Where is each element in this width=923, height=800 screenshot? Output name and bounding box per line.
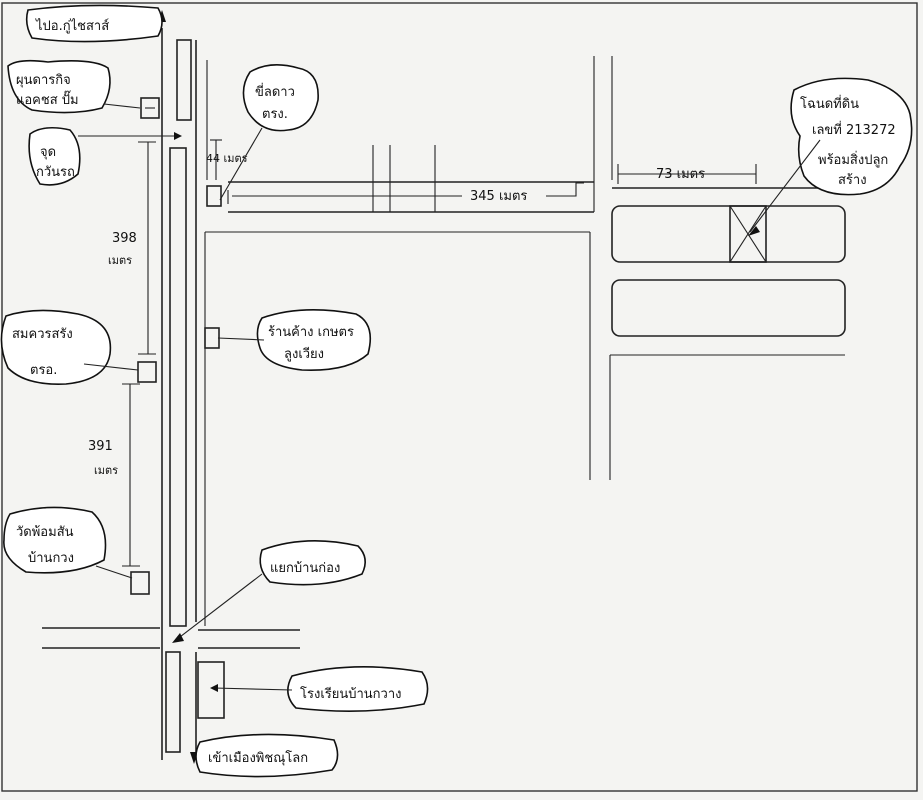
label-dist-391-line1: 391 — [88, 439, 113, 454]
east-road — [611, 187, 846, 337]
label-land-line1: โฉนดที่ดิน — [800, 95, 859, 112]
label-dist-44: 44 เมตร — [206, 152, 248, 165]
label-dist-73: 73 เมตร — [656, 167, 705, 182]
label-junction: แยกบ้านก่อง — [270, 561, 340, 576]
cloud-to-kosum — [25, 4, 163, 43]
landmark-school-icon — [137, 361, 157, 383]
label-to-kosum: ไปอ.กู่ไชสาส์ — [35, 18, 109, 34]
landmark-commerce-icon — [140, 97, 160, 119]
label-dist-391-line2: เมตร — [94, 464, 118, 477]
label-land-line3: พร้อมสิ่งปลูก — [818, 151, 888, 168]
label-dist-398-line1: 398 — [112, 231, 137, 246]
junction-road — [42, 627, 300, 649]
cloud-to-town — [195, 733, 339, 778]
label-shop-line1: ร้านค้าง เกษตร — [268, 325, 354, 340]
label-school-line2: ตรอ. — [30, 363, 57, 378]
label-police-line1: ขี่ลดาว — [255, 83, 295, 100]
cloud-temple — [3, 506, 107, 574]
label-to-town: เข้าเมืองพิชณุโลก — [208, 750, 308, 766]
side-road-north — [206, 56, 613, 213]
label-temple-line2: บ้านกวง — [28, 551, 74, 566]
cloud-school — [0, 309, 112, 385]
label-police-line2: ตรง. — [262, 107, 288, 122]
landmark-temple-icon — [130, 571, 150, 595]
label-land-line4: สร้าง — [838, 173, 867, 188]
cloud-shop — [256, 309, 372, 371]
landmark-police-icon — [206, 185, 222, 207]
label-shop-line2: ลูงเวียง — [284, 346, 324, 362]
school-building — [197, 661, 225, 719]
land-parcel-marker — [729, 205, 767, 263]
label-school2: โรงเรียนบ้านกวาง — [300, 686, 402, 702]
label-temple-line1: วัดพ้อมสัน — [16, 525, 74, 540]
label-checkpoint-line1: จุด — [40, 145, 56, 160]
cloud-school2 — [287, 666, 429, 712]
dimension-lines — [122, 139, 757, 567]
label-checkpoint-line2: กวันรถ — [36, 165, 75, 180]
label-commerce-line1: ผุนดารกิจ — [16, 73, 71, 88]
cloud-commerce — [7, 59, 111, 114]
label-dist-345: 345 เมตร — [470, 189, 527, 204]
label-dist-398-line2: เมตร — [108, 254, 132, 267]
middle-block — [204, 231, 845, 626]
pointer-arrows — [78, 103, 821, 692]
label-school-line1: สมควรสรัง — [12, 327, 73, 342]
landmark-shop-icon — [204, 327, 220, 349]
label-commerce-line2: แอคชส ปั๊ม — [16, 90, 79, 108]
cloud-junction — [259, 540, 366, 586]
cloud-checkpoint — [28, 126, 81, 186]
main-road — [161, 28, 197, 760]
cloud-land-parcel — [790, 77, 913, 196]
cloud-police — [242, 64, 319, 132]
label-land-line2: เลขที่ 213272 — [812, 121, 896, 138]
